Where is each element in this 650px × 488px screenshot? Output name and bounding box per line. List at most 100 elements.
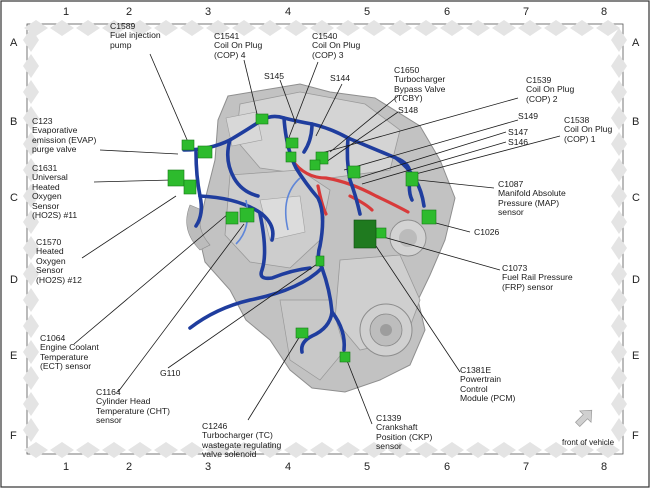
label-c1026: C1026 — [474, 227, 500, 237]
grid-col-bottom-6: 6 — [444, 461, 451, 473]
border-diamond — [388, 20, 412, 36]
grid-col-top-6: 6 — [444, 6, 451, 18]
connector-c1540 — [285, 137, 299, 149]
border-diamond — [154, 442, 178, 458]
border-diamond — [414, 20, 438, 36]
border-diamond — [611, 262, 627, 286]
border-diamond — [611, 210, 627, 234]
grid-col-top-1: 1 — [63, 6, 70, 18]
grid-row-right-B: B — [632, 116, 640, 128]
border-diamond — [24, 442, 48, 458]
connector-c1246 — [295, 327, 309, 339]
connector-c1087 — [405, 171, 419, 187]
border-diamond — [23, 366, 39, 390]
label-s147: S147 — [508, 127, 529, 137]
grid-row-left-C: C — [10, 192, 18, 204]
label-s148: S148 — [398, 105, 419, 115]
connector-c1541 — [255, 113, 269, 125]
label-g110: G110 — [160, 368, 181, 378]
grid-row-left-B: B — [10, 116, 18, 128]
wiring-harness-light — [235, 177, 301, 245]
grid-col-bottom-7: 7 — [523, 461, 530, 473]
border-diamond — [611, 80, 627, 104]
label-c1541: C1541 Coil On Plug (COP) 4 — [214, 31, 263, 60]
border-diamond — [102, 442, 126, 458]
label-c1538: C1538 Coil On Plug (COP) 1 — [564, 115, 613, 144]
connector-g110 — [315, 255, 325, 267]
border-diamond — [180, 20, 204, 36]
grid-col-bottom-8: 8 — [601, 461, 608, 473]
border-diamond — [466, 442, 490, 458]
grid-col-top-2: 2 — [126, 6, 133, 18]
grid-row-right-F: F — [632, 430, 639, 442]
border-diamond — [232, 442, 256, 458]
grid-col-top-7: 7 — [523, 6, 530, 18]
border-diamond — [206, 20, 230, 36]
grid-col-bottom-3: 3 — [205, 461, 212, 473]
border-diamond — [611, 288, 627, 312]
border-diamond — [180, 442, 204, 458]
label-c1650: C1650 Turbocharger Bypass Valve (TCBY) — [394, 65, 446, 104]
border-diamond — [206, 442, 230, 458]
grid-col-top-4: 4 — [285, 6, 292, 18]
border-diamond — [336, 20, 360, 36]
border-diamond — [23, 392, 39, 416]
border-diamond — [23, 314, 39, 338]
label-c1539: C1539 Coil On Plug (COP) 2 — [526, 75, 575, 104]
border-diamond — [50, 20, 74, 36]
connector-c123 — [197, 145, 213, 159]
arrow-icon — [575, 409, 593, 427]
label-c1540: C1540 Coil On Plug (COP) 3 — [312, 31, 361, 60]
grid-col-top-3: 3 — [205, 6, 212, 18]
border-diamond — [362, 442, 386, 458]
border-diamond — [76, 20, 100, 36]
label-c1073: C1073 Fuel Rail Pressure (FRP) sensor — [502, 263, 573, 292]
border-diamond — [23, 54, 39, 78]
connectors — [167, 113, 437, 363]
label-c1589: C1589 Fuel injection pump — [110, 21, 161, 50]
border-diamond — [518, 442, 542, 458]
pcm-module — [353, 219, 377, 249]
border-diamond — [611, 366, 627, 390]
border-diamond — [23, 262, 39, 286]
border-diamond — [336, 442, 360, 458]
grid-row-right-D: D — [632, 274, 640, 286]
border-diamond — [23, 184, 39, 208]
border-diamond — [611, 28, 627, 52]
border-diamond — [258, 442, 282, 458]
label-s145: S145 — [264, 71, 285, 81]
border-diamond — [611, 158, 627, 182]
grid-row-left-F: F — [10, 430, 17, 442]
grid-col-top-5: 5 — [364, 6, 371, 18]
border-diamond — [518, 20, 542, 36]
grid-row-left-A: A — [10, 37, 18, 49]
grid-col-bottom-5: 5 — [364, 461, 371, 473]
border-diamond — [611, 184, 627, 208]
border-diamond — [23, 288, 39, 312]
connector-c1631 — [167, 169, 185, 187]
border-diamond — [611, 236, 627, 260]
border-diamond — [611, 132, 627, 156]
label-c1087: C1087 Manifold Absolute Pressure (MAP) s… — [498, 179, 566, 218]
grid-row-right-E: E — [632, 350, 640, 362]
grid-row-left-D: D — [10, 274, 18, 286]
border-diamond — [611, 340, 627, 364]
grid-row-right-C: C — [632, 192, 640, 204]
border-diamond — [284, 442, 308, 458]
connector-c1589 — [181, 139, 195, 151]
connector-c1539 — [309, 159, 321, 171]
label-c1631: C1631 Universal Heated Oxygen Sensor (HO… — [32, 163, 78, 221]
border-diamond — [570, 20, 594, 36]
label-c1339: C1339 Crankshaft Position (CKP) sensor — [376, 413, 433, 452]
border-diamond — [414, 442, 438, 458]
label-c123: C123 Evaporative emission (EVAP) purge v… — [32, 116, 97, 155]
border-diamond — [23, 158, 39, 182]
border-diamond — [23, 28, 39, 52]
label-c1064: C1064 Engine Coolant Temperature (ECT) s… — [40, 333, 99, 372]
border-diamond — [23, 132, 39, 156]
connector-c1073 — [375, 227, 387, 239]
border-diamond — [310, 442, 334, 458]
border-diamond — [154, 20, 178, 36]
border-diamond — [128, 442, 152, 458]
